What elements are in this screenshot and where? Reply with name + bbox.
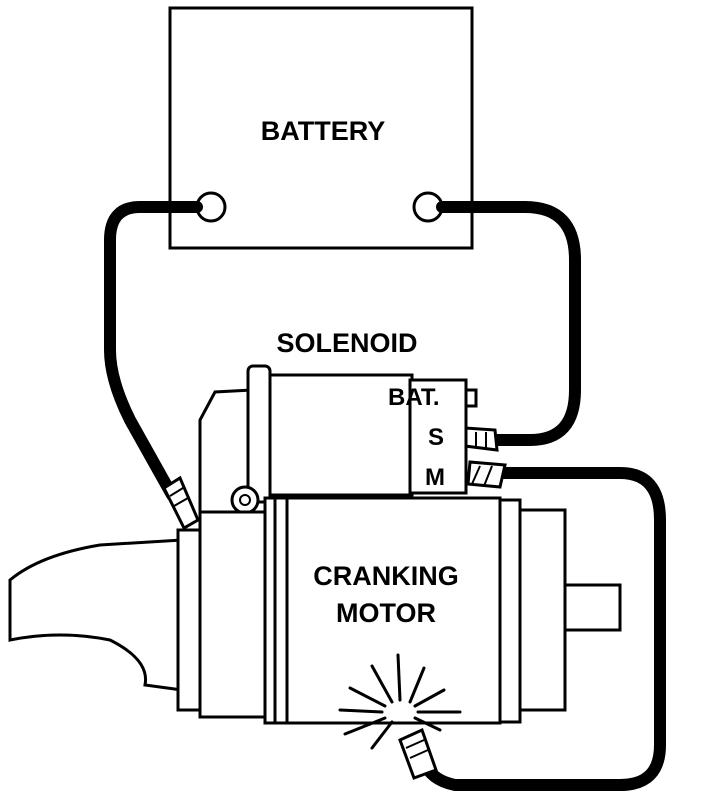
solenoid: SOLENOID BAT. S M: [198, 328, 478, 522]
m-terminal-label: M: [425, 464, 445, 491]
cables: [104, 201, 666, 791]
motor-frame-band: [273, 496, 289, 725]
s-terminal-lug: [463, 426, 499, 452]
motor-label-line2: MOTOR: [336, 598, 436, 628]
drive-collar: [176, 528, 204, 712]
commutator-end-frame: [498, 498, 522, 724]
battery-label: BATTERY: [261, 116, 386, 146]
end-cap: [518, 508, 567, 712]
battery-cable: [436, 201, 581, 446]
bat-terminal-stud: [464, 388, 478, 408]
motor-cable: [417, 467, 666, 791]
solenoid-label: SOLENOID: [276, 328, 417, 358]
drive-nose: [8, 538, 184, 692]
solenoid-terminal-block: [408, 378, 468, 495]
m-terminal-lug: [466, 460, 507, 489]
solenoid-flange: [246, 364, 272, 504]
motor-label-line1: CRANKING: [313, 561, 459, 591]
cable-lugs: [162, 426, 507, 780]
s-terminal-label: S: [428, 424, 444, 451]
shaft-bearing: [563, 583, 622, 632]
drive-housing-body: [198, 510, 267, 719]
battery: BATTERY: [168, 6, 474, 250]
ground-cable: [104, 201, 203, 501]
drive-housing: [8, 510, 267, 719]
bat-terminal-label: BAT.: [388, 384, 440, 411]
spark-burst: [338, 653, 462, 750]
